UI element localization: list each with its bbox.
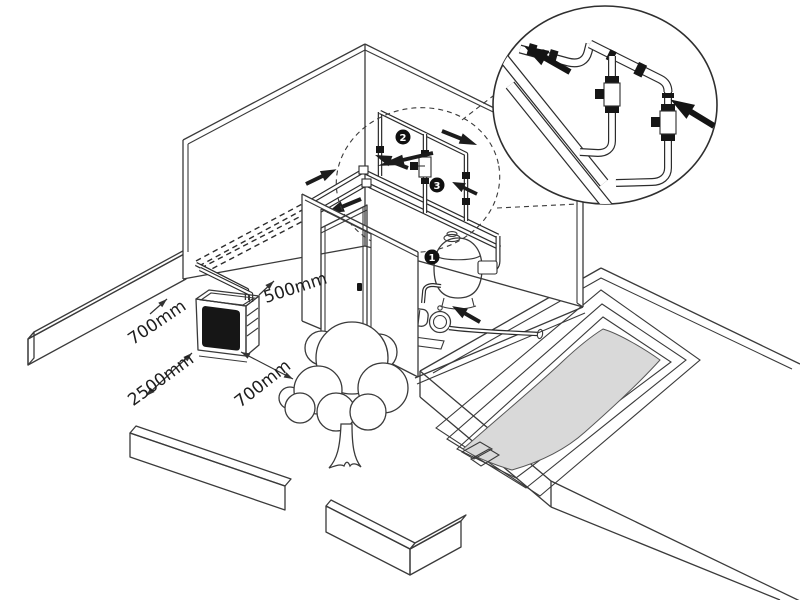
door-wall xyxy=(301,193,419,378)
dim-label: 700mm xyxy=(124,296,190,349)
dim-label: 2500mm xyxy=(124,349,198,410)
multiport-valve xyxy=(477,260,498,275)
detail-inset xyxy=(492,5,719,205)
pool-water xyxy=(462,328,661,471)
marker-2: 2 xyxy=(395,129,411,145)
bypass-manifold xyxy=(376,109,470,221)
heat-pump xyxy=(194,261,260,363)
svg-text:2: 2 xyxy=(400,133,407,144)
svg-text:1: 1 xyxy=(429,253,436,264)
suction-pipe xyxy=(448,326,539,336)
room-floor-edge xyxy=(414,306,586,385)
pool-deck xyxy=(419,267,800,600)
door-handle-icon xyxy=(357,283,362,291)
dim-2500mm: 2500mm xyxy=(124,349,198,410)
room-left-wall xyxy=(182,43,366,280)
heat-pump-grille xyxy=(202,306,240,351)
callout-markers: 1 2 3 xyxy=(395,129,445,265)
inset-leader-line xyxy=(496,203,579,209)
dim-700mm-wall: 700mm xyxy=(124,296,190,349)
pool xyxy=(435,289,701,497)
pipe-wall-flange xyxy=(358,165,369,175)
marker-1: 1 xyxy=(424,249,440,265)
tree xyxy=(278,321,409,469)
boundary-wall-bottom xyxy=(129,425,292,511)
valve-icon xyxy=(410,156,432,178)
marker-3: 3 xyxy=(429,177,445,193)
pipe-wall-flange xyxy=(361,178,372,188)
tree-trunk xyxy=(328,423,362,469)
svg-text:3: 3 xyxy=(434,181,441,192)
flow-arrow-icon xyxy=(449,301,483,327)
hidden-pipes-dashed xyxy=(195,202,308,274)
boundary-wall-corner xyxy=(325,499,467,576)
pump-strainer-pot xyxy=(428,310,452,334)
